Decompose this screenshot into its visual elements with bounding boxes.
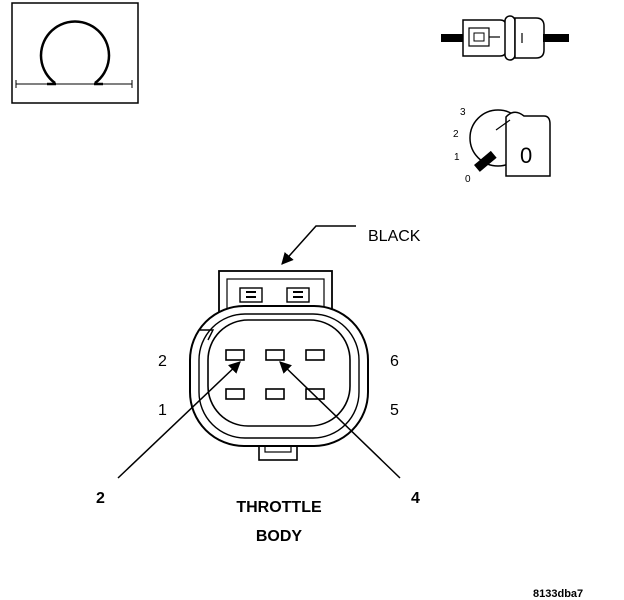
- pin-label-right-bottom: 5: [390, 402, 399, 419]
- ohm-symbol-icon: [11, 2, 139, 104]
- callout-arrow-cavity-2: [117, 361, 241, 479]
- ignition-position-2: 2: [453, 129, 459, 140]
- component-name-line2: BODY: [256, 528, 303, 545]
- callout-arrow-cavity-4: [279, 361, 401, 479]
- callout-label-cavity-2: 2: [96, 490, 105, 507]
- connector-color-callout: BLACK: [281, 225, 421, 265]
- pin-label-left-top: 2: [158, 353, 167, 370]
- callout-label-cavity-4: 4: [411, 490, 420, 507]
- figure-id: 8133dba7: [533, 588, 583, 600]
- ignition-position-3: 3: [460, 107, 466, 118]
- component-name-line1: THROTTLE: [236, 499, 322, 516]
- ignition-position-0: 0: [465, 174, 471, 185]
- back-probe-connector-icon: [441, 15, 569, 61]
- ignition-position-1: 1: [454, 152, 460, 163]
- pin-label-left-bottom: 1: [158, 402, 167, 419]
- pin-label-right-top: 6: [390, 353, 399, 370]
- connector-color-label: BLACK: [368, 228, 421, 245]
- ignition-key-switch-icon: 0 3 2 1 0: [453, 107, 551, 185]
- throttle-body-connector: [189, 270, 369, 461]
- key-position-label: 0: [520, 143, 532, 168]
